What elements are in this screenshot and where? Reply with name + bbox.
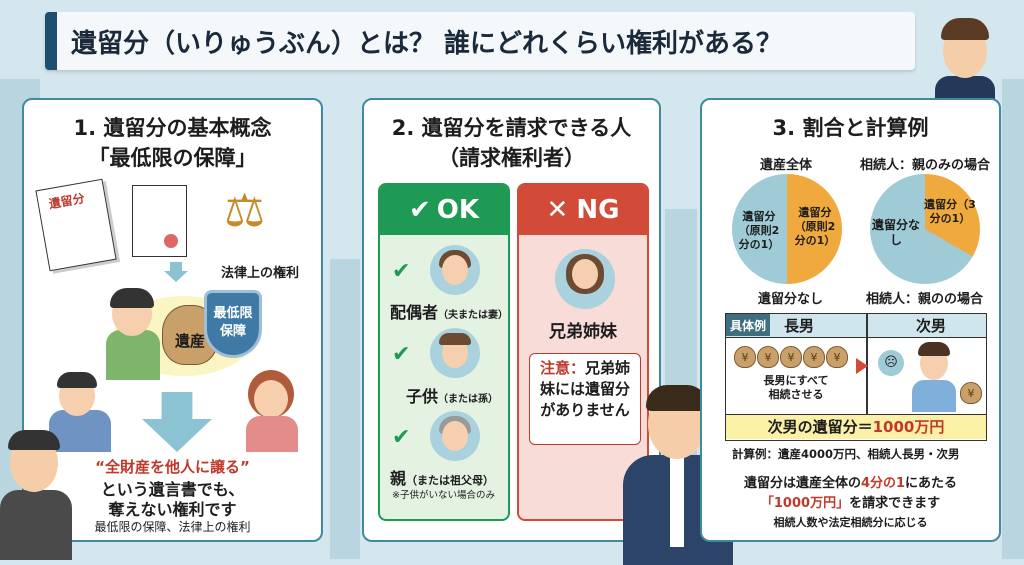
arrow-down-icon	[142, 392, 212, 452]
parent-note: ※子供がいない場合のみ	[392, 490, 495, 501]
money-bag-icon: ¥	[734, 346, 756, 368]
shield-icon: 最低限 保障	[204, 290, 262, 358]
will-document-icon	[132, 185, 187, 257]
happy-man-illustration	[102, 288, 162, 383]
page-title: 遺留分（いりゅうぶん）とは？ 誰にどれくらい権利がある？	[45, 12, 915, 70]
arrow-down-icon	[164, 262, 188, 282]
ok-label: OK	[436, 195, 480, 225]
check-icon: ✔	[392, 342, 411, 367]
notice-text: 兄弟姉妹には遺留分がありません	[539, 359, 631, 419]
pie2-slice-label: 遺留分（3分の1）	[924, 198, 976, 225]
parent-avatar	[430, 411, 480, 461]
panel-claimants: 2. 遺留分を請求できる人 （請求権利者） ✔OK ✔ 配偶者（夫または妻） ✔…	[362, 98, 661, 542]
ng-header: ✕NG	[519, 185, 647, 235]
money-bag-icon: ¥	[803, 346, 825, 368]
panel2-title-line2: （請求権利者）	[438, 146, 585, 170]
pie-chart-overall	[732, 174, 842, 284]
pie1-bottom-label: 遺留分なし	[758, 292, 824, 307]
panel2-title-line1: 2. 遺留分を請求できる人	[391, 116, 632, 140]
worried-man-illustration	[49, 370, 114, 452]
column-second-son: 次男	[916, 317, 947, 335]
column-eldest-son: 長男	[784, 317, 815, 335]
sad-businessman-illustration	[0, 430, 72, 560]
footnote: 相続人数や法定相続分に応じる	[773, 516, 928, 529]
pie1-title: 遺産全体	[760, 158, 813, 173]
x-icon: ✕	[546, 195, 569, 225]
money-bag-icon: ¥	[757, 346, 779, 368]
example-tag: 具体例	[726, 314, 771, 336]
document-label: 遺留分	[47, 191, 86, 212]
pie2-bottom-label: 相続人：親のの場合	[866, 292, 984, 307]
ng-column: ✕NG 兄弟姉妹 注意：兄弟姉妹には遺留分がありません	[517, 183, 649, 521]
arrow-right-icon	[856, 358, 868, 374]
second-son-illustration	[912, 342, 956, 412]
result-row: 次男の遺留分＝1000万円	[726, 414, 986, 439]
example-caption: 長男にすべて相続させる	[763, 374, 829, 401]
document-icon: 遺留分	[35, 178, 117, 272]
worried-woman-illustration	[238, 370, 308, 452]
result-value: 1000万円	[872, 418, 945, 436]
example-table: 具体例 長男 次男 ¥¥¥¥¥ 長男にすべて相続させる ☹ ¥ 次男の遺留分＝1…	[725, 313, 987, 441]
scale-label: 法律上の権利	[221, 266, 300, 281]
body-text-line2: 奪えない権利です	[108, 500, 237, 519]
calc-example: 計算例：遺産4000万円、相続人長男・次男	[732, 447, 960, 461]
panel1-title-line1: 1. 遺留分の基本概念	[73, 116, 272, 140]
spouse-avatar	[430, 245, 480, 295]
claimant-spouse: 配偶者（夫または妻）	[390, 303, 509, 322]
pie1-left-label: 遺留分（原則2分の1）	[738, 210, 780, 251]
panel-ratio-calc: 3. 割合と計算例 遺産全体 相続人：親のみの場合 遺留分（原則2分の1） 遺留…	[700, 98, 1001, 542]
sad-face-icon: ☹	[878, 350, 904, 376]
money-bag-icon: ¥	[826, 346, 848, 368]
shield-label-line1: 最低限	[213, 306, 253, 321]
ng-label: NG	[576, 195, 620, 225]
notice-box: 注意：兄弟姉妹には遺留分がありません	[529, 353, 641, 445]
scale-icon: ⚖	[224, 183, 266, 237]
non-claimant-siblings: 兄弟姉妹	[549, 322, 617, 342]
pie2-title: 相続人：親のみの場合	[860, 158, 991, 173]
child-avatar	[430, 328, 480, 378]
shield-label-line2: 保障	[219, 324, 246, 339]
background-building	[1002, 79, 1024, 559]
claimant-child: 子供（または孫）	[406, 387, 499, 406]
pie2-rest-label: 遺留分なし	[872, 218, 921, 247]
result-prefix: 次男の遺留分＝	[767, 418, 873, 436]
ok-column: ✔OK ✔ 配偶者（夫または妻） ✔ 子供（または孫） ✔ 親（または祖父母） …	[378, 183, 510, 521]
presenter-illustration	[925, 14, 995, 116]
note-text: 最低限の保障、法律上の権利	[94, 520, 251, 534]
summary-line1: 遺留分は遺産全体の4分の1にあたる	[743, 476, 958, 491]
pie-chart-parents	[870, 174, 980, 284]
body-text-line1: という遺言書でも、	[100, 480, 245, 499]
claimant-parent: 親（または祖父母）	[390, 469, 495, 488]
check-icon: ✔	[408, 195, 431, 225]
money-bag-icon: ¥	[960, 382, 982, 404]
money-bags: ¥¥¥¥¥	[734, 346, 849, 368]
ok-header: ✔OK	[380, 185, 508, 235]
sibling-avatar	[555, 249, 615, 309]
panel-basic-concept: 1. 遺留分の基本概念 「最低限の保障」 遺留分 ⚖ 法律上の権利 遺産 最低限…	[22, 98, 323, 542]
background-building	[330, 259, 360, 559]
panel3-title: 3. 割合と計算例	[772, 116, 929, 140]
pie1-right-label: 遺留分（原則2分の1）	[794, 206, 836, 247]
check-icon: ✔	[392, 425, 411, 450]
money-bag-icon: ¥	[780, 346, 802, 368]
summary-line2: 「1000万円」を請求できます	[760, 496, 941, 511]
quote-text: “全財産を他人に譲る”	[95, 458, 250, 476]
check-icon: ✔	[392, 259, 411, 284]
panel1-title-line2: 「最低限の保障」	[88, 146, 257, 170]
notice-label: 注意：	[539, 359, 585, 377]
